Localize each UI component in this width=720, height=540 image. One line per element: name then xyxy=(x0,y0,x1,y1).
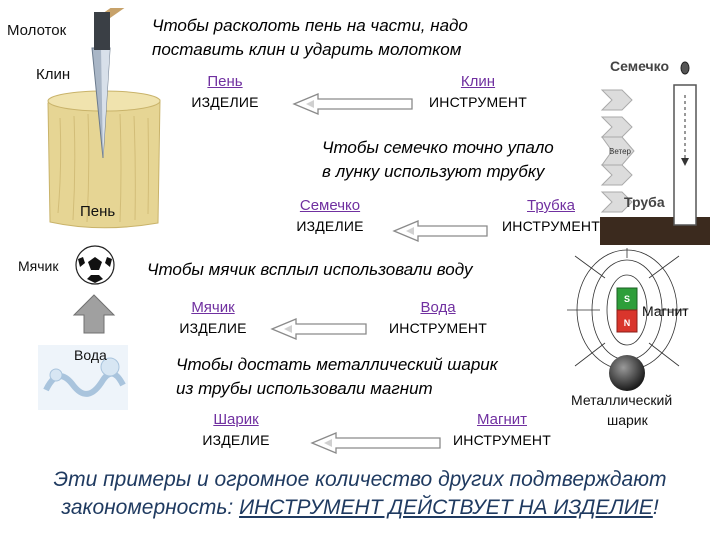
magnet-n-label: N xyxy=(624,318,631,328)
example-2-sentence-line2: в лунку используют трубку xyxy=(322,162,545,181)
example-2-product: Семечко ИЗДЕЛИЕ xyxy=(265,196,395,236)
example-2-sentence-line1: Чтобы семечко точно упало xyxy=(322,138,554,157)
example-2-product-role: ИЗДЕЛИЕ xyxy=(296,218,364,234)
wind-label: Ветер xyxy=(609,147,632,156)
conclusion-suffix: ! xyxy=(652,496,659,519)
example-4-product-role: ИЗДЕЛИЕ xyxy=(202,432,270,448)
example-4-product: Шарик ИЗДЕЛИЕ xyxy=(171,410,301,450)
pipe-label: Труба xyxy=(624,194,665,210)
soccer-ball-icon xyxy=(75,245,115,285)
example-1-left-arrow-icon xyxy=(292,93,413,115)
up-arrow-icon xyxy=(72,294,116,334)
example-3-tool: Вода ИНСТРУМЕНТ xyxy=(373,298,503,338)
example-3-product-name: Мячик xyxy=(191,299,235,316)
magnet-label: Магнит xyxy=(642,303,689,319)
example-2-tool-role: ИНСТРУМЕНТ xyxy=(502,218,600,234)
ball-label: Мячик xyxy=(18,258,59,274)
conclusion-line1: Эти примеры и огромное количество других… xyxy=(53,468,667,491)
example-4-sentence-line2: из трубы использовали магнит xyxy=(176,379,433,398)
example-1-product-role: ИЗДЕЛИЕ xyxy=(191,94,259,110)
example-2-tool: Трубка ИНСТРУМЕНТ xyxy=(486,196,616,236)
conclusion-text: Эти примеры и огромное количество других… xyxy=(0,466,720,522)
example-1-sentence-line1: Чтобы расколоть пень на части, надо xyxy=(152,16,468,35)
wedge-label: Клин xyxy=(36,66,71,83)
hammer-label: Молоток xyxy=(7,22,67,39)
example-4-tool-name: Магнит xyxy=(476,411,527,428)
example-1-sentence-line2: поставить клин и ударить молотком xyxy=(152,40,462,59)
example-4-tool-role: ИНСТРУМЕНТ xyxy=(453,432,551,448)
example-2-left-arrow-icon xyxy=(392,220,488,242)
conclusion-line2: закономерность: ИНСТРУМЕНТ ДЕЙСТВУЕТ НА … xyxy=(0,494,720,522)
example-4-product-name: Шарик xyxy=(213,411,259,428)
example-1-product: Пень ИЗДЕЛИЕ xyxy=(160,72,290,112)
example-4-tool: Магнит ИНСТРУМЕНТ xyxy=(437,410,567,450)
conclusion-prefix: закономерность: xyxy=(61,496,240,519)
example-3-product: Мячик ИЗДЕЛИЕ xyxy=(148,298,278,338)
stump-label: Пень xyxy=(80,203,116,220)
magnet-s-label: S xyxy=(624,294,630,304)
metal-ball-label-line2: шарик xyxy=(607,412,648,428)
seed-pipe-illustration: Ветер xyxy=(600,61,710,245)
magnet-illustration: S N xyxy=(567,248,687,391)
example-3-product-role: ИЗДЕЛИЕ xyxy=(179,320,247,336)
example-3-tool-role: ИНСТРУМЕНТ xyxy=(389,320,487,336)
example-2-tool-name: Трубка xyxy=(527,197,575,214)
example-2-product-name: Семечко xyxy=(299,197,361,214)
water-label: Вода xyxy=(74,347,107,363)
seed-label: Семечко xyxy=(610,58,670,74)
stump-wedge-illustration xyxy=(47,8,161,229)
example-4-sentence-line1: Чтобы достать металлический шарик xyxy=(176,355,498,374)
example-3-sentence-line1: Чтобы мячик всплыл использовали воду xyxy=(147,260,473,279)
example-3-tool-name: Вода xyxy=(420,299,456,316)
conclusion-emphasis: ИНСТРУМЕНТ ДЕЙСТВУЕТ НА ИЗДЕЛИЕ xyxy=(239,496,653,519)
example-4-left-arrow-icon xyxy=(310,432,441,454)
example-3-left-arrow-icon xyxy=(270,318,367,340)
example-1-tool-role: ИНСТРУМЕНТ xyxy=(429,94,527,110)
example-1-tool-name: Клин xyxy=(460,73,496,90)
metal-ball-label-line1: Металлический xyxy=(571,392,673,408)
example-1-tool: Клин ИНСТРУМЕНТ xyxy=(413,72,543,112)
example-1-product-name: Пень xyxy=(207,73,243,90)
water-illustration xyxy=(38,345,128,410)
